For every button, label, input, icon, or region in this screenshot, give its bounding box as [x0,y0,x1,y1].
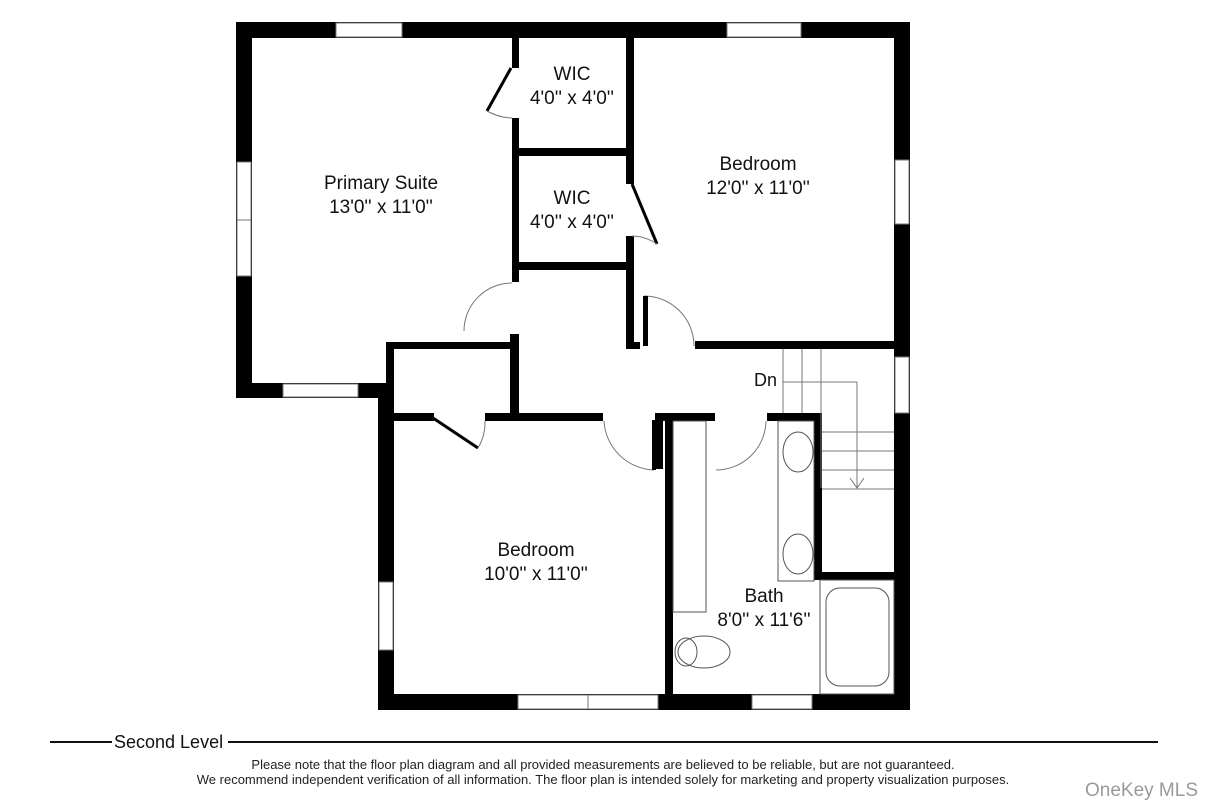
room-name: Primary Suite [323,173,439,194]
room-dimensions: 12'0'' x 11'0'' [706,178,810,199]
room-primary-suite: Primary Suite 13'0'' x 11'0'' [324,172,438,220]
bath-fixtures [672,420,895,695]
room-dimensions: 8'0'' x 11'6'' [717,610,811,631]
disclaimer-line-2: We recommend independent verification of… [196,772,1010,787]
windows [236,22,910,710]
room-wic-upper: WIC 4'0'' x 4'0'' [530,63,614,111]
room-name: Bath [744,586,784,607]
level-title: Second Level [114,732,224,752]
room-bath: Bath 8'0'' x 11'6'' [717,585,810,633]
room-name: Bedroom [719,154,797,175]
level-divider-left [50,741,112,743]
stairs-down-label: Dn [754,370,778,390]
doors [432,67,659,450]
room-name: Bedroom [497,540,575,561]
stairs [782,349,894,490]
interior-walls [386,38,894,700]
room-bedroom-sw: Bedroom 10'0'' x 11'0'' [484,539,588,587]
room-bedroom-ne: Bedroom 12'0'' x 11'0'' [706,153,810,201]
room-wic-lower: WIC 4'0'' x 4'0'' [530,187,614,235]
room-dimensions: 4'0'' x 4'0'' [529,212,615,233]
room-name: WIC [553,64,591,85]
room-name: WIC [553,188,591,209]
door-swings [463,110,767,471]
room-dimensions: 13'0'' x 11'0'' [329,197,433,218]
room-dimensions: 10'0'' x 11'0'' [484,564,588,585]
watermark: OneKey MLS [1085,780,1198,801]
disclaimer-line-1: Please note that the floor plan diagram … [251,757,955,772]
room-dimensions: 4'0'' x 4'0'' [529,88,615,109]
level-divider-right [228,741,1158,743]
